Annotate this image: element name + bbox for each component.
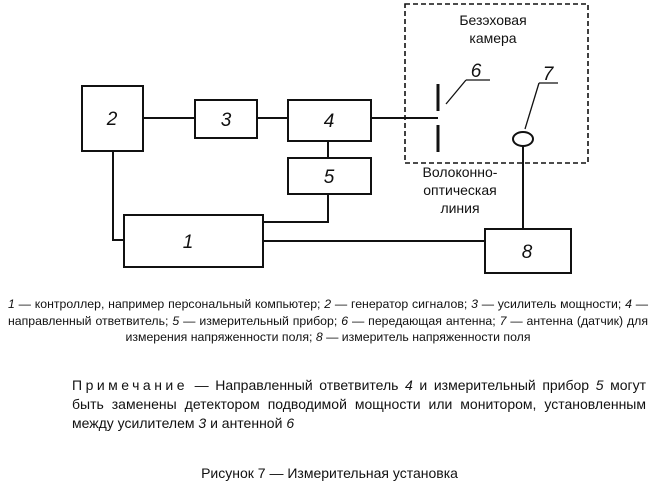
fiber-label-line3: линия xyxy=(440,200,479,216)
note-paragraph: Примечание — Направленный ответвитель 4 … xyxy=(72,376,646,433)
legend-text-1: — контроллер, например персональный комп… xyxy=(14,297,325,311)
legend-text-4: — направленный ответвитель; xyxy=(8,297,648,328)
measurement-setup-diagram: Безэховая камера 6 7 Волоконно- оптическ… xyxy=(81,3,589,274)
note-ref-6: 6 xyxy=(286,415,295,431)
legend-num-7: 7 xyxy=(499,313,507,328)
legend-num-4: 4 xyxy=(625,297,632,311)
legend-num-2: 2 xyxy=(324,297,332,311)
block-2-label: 2 xyxy=(106,109,118,130)
block-4-label: 4 xyxy=(324,111,335,132)
note-ref-4: 4 xyxy=(405,377,413,393)
legend-text-7: — антенна (датчик) для измерения напряже… xyxy=(125,313,649,345)
figure-caption: Рисунок 7 — Измерительная установка xyxy=(201,465,458,481)
note-text-1: — Направленный ответвитель xyxy=(188,377,406,393)
legend-num-8: 8 xyxy=(315,330,323,344)
note-ref-3: 3 xyxy=(198,415,207,431)
wire-5-1 xyxy=(263,194,329,223)
block-8-field-strength-meter xyxy=(484,228,572,274)
legend-num-3: 3 xyxy=(471,297,478,311)
legend-num-6: 6 xyxy=(341,313,349,328)
legend-text-6: — передающая антенна; xyxy=(348,313,500,328)
block-1-controller xyxy=(123,214,264,268)
fiber-label-line1: Волоконно- xyxy=(423,164,498,180)
field-probe-icon xyxy=(512,131,534,147)
connection-lines xyxy=(112,117,524,242)
wire-2-1 xyxy=(112,151,124,241)
note-label: Примечание xyxy=(72,377,189,393)
legend-text-2: — генератор сигналов; xyxy=(331,297,472,311)
fiber-label-line2: оптическая xyxy=(423,182,496,198)
note-text-4: и антенной xyxy=(206,415,287,431)
callout-7: 7 xyxy=(543,64,555,85)
callout-leader-7 xyxy=(524,82,540,130)
note-text-3: могут быть заменены детектором подводимо… xyxy=(72,377,646,431)
block-2-signal-generator xyxy=(81,85,144,152)
legend-num-1: 1 xyxy=(8,297,15,311)
block-3-power-amplifier xyxy=(194,99,258,139)
note-ref-5: 5 xyxy=(595,377,604,393)
callout-leader-6 xyxy=(445,79,467,105)
legend-num-5: 5 xyxy=(172,313,180,328)
block-4-directional-coupler xyxy=(287,99,372,142)
block-3-label: 3 xyxy=(221,110,232,131)
block-5-label: 5 xyxy=(324,167,335,188)
note-text-2: и измерительный прибор xyxy=(412,377,596,393)
legend-text-8: — измеритель напряженности поля xyxy=(322,330,531,344)
block-1-label: 1 xyxy=(183,232,194,253)
legend-text-5: — измерительный прибор; xyxy=(179,313,342,328)
chamber-label-line2: камера xyxy=(469,30,516,46)
chamber-label-line1: Безэховая xyxy=(459,12,526,28)
block-8-label: 8 xyxy=(522,242,533,263)
anechoic-chamber-boundary xyxy=(404,3,589,164)
callout-6: 6 xyxy=(471,61,482,82)
figure-legend: 1 — контроллер, например персональный ко… xyxy=(8,296,648,346)
legend-text-3: — усилитель мощности; xyxy=(477,297,626,311)
block-5-measuring-instrument xyxy=(287,157,372,195)
